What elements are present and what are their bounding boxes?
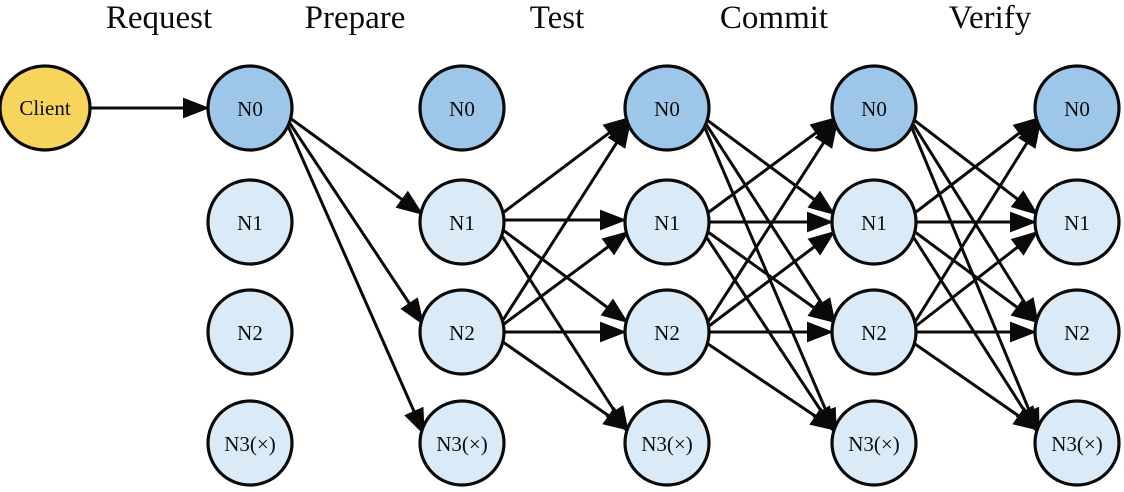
node-label: N2 <box>861 321 887 345</box>
node-prepare-n1[interactable]: N1 <box>418 178 506 266</box>
node-prepare-n0[interactable]: N0 <box>418 64 506 152</box>
node-shape <box>623 399 711 487</box>
node-commit-n3[interactable]: N3(×) <box>830 399 918 487</box>
node-shape <box>830 178 918 266</box>
node-request-n1[interactable]: N1 <box>206 178 294 266</box>
phase-label-commit: Commit <box>720 0 828 36</box>
message-arrow <box>708 230 836 328</box>
node-shape <box>418 399 506 487</box>
message-arrow <box>706 120 839 323</box>
phase-label-prepare: Prepare <box>305 0 406 36</box>
node-shape <box>418 64 506 152</box>
message-arrow <box>289 116 424 216</box>
node-shape <box>418 178 506 266</box>
message-arrow <box>914 342 1041 432</box>
node-shape <box>623 178 711 266</box>
node-shape <box>1033 288 1121 376</box>
node-shape <box>830 64 918 152</box>
node-request-n0[interactable]: N0 <box>206 64 294 152</box>
node-verify-n1[interactable]: N1 <box>1033 178 1121 266</box>
node-shape <box>206 288 294 376</box>
message-arrow <box>503 230 630 326</box>
node-test-n2[interactable]: N2 <box>623 288 711 376</box>
node-verify-n2[interactable]: N2 <box>1033 288 1121 376</box>
message-arrow <box>500 235 630 434</box>
message-arrow <box>502 340 631 432</box>
message-arrow <box>501 120 632 321</box>
client-node[interactable]: Client <box>0 64 92 152</box>
node-prepare-n2[interactable]: N2 <box>418 288 506 376</box>
node-label: N3(×) <box>848 432 900 456</box>
message-arrow <box>287 121 425 326</box>
message-arrow <box>912 237 1040 434</box>
node-request-n3[interactable]: N3(×) <box>206 399 294 487</box>
message-arrow <box>705 237 837 434</box>
node-test-n1[interactable]: N1 <box>623 178 711 266</box>
node-label: N0 <box>449 97 475 121</box>
node-test-n3[interactable]: N3(×) <box>623 399 711 487</box>
node-label: N1 <box>861 211 887 235</box>
node-label: N3(×) <box>1051 432 1103 456</box>
node-shape <box>830 288 918 376</box>
node-verify-n0[interactable]: N0 <box>1033 64 1121 152</box>
node-label: N0 <box>1064 97 1090 121</box>
node-commit-n0[interactable]: N0 <box>830 64 918 152</box>
phase-labels-layer: Request Prepare Test Commit Verify <box>106 0 1032 36</box>
edges-layer <box>90 97 1042 436</box>
node-shape <box>830 399 918 487</box>
node-label: N2 <box>1064 321 1090 345</box>
message-arrow <box>913 120 1042 323</box>
node-shape <box>1033 178 1121 266</box>
client-node-shape <box>0 64 92 152</box>
node-label: N1 <box>237 211 263 235</box>
node-label: N0 <box>654 97 680 121</box>
node-label: N3(×) <box>641 432 693 456</box>
node-label: N1 <box>654 211 680 235</box>
phase-label-verify: Verify <box>949 0 1032 36</box>
node-label: N2 <box>449 321 475 345</box>
client-node-label: Client <box>19 96 70 120</box>
node-label: N3(×) <box>436 432 488 456</box>
node-label: N0 <box>861 97 887 121</box>
node-label: N2 <box>237 321 263 345</box>
node-commit-n2[interactable]: N2 <box>830 288 918 376</box>
message-arrow <box>286 125 426 436</box>
message-arrow <box>915 230 1039 328</box>
node-test-n0[interactable]: N0 <box>623 64 711 152</box>
node-shape <box>623 288 711 376</box>
node-shape <box>206 64 294 152</box>
message-arrow <box>707 342 838 432</box>
node-label: N1 <box>1064 211 1090 235</box>
node-shape <box>1033 64 1121 152</box>
phase-label-request: Request <box>106 0 212 36</box>
node-commit-n1[interactable]: N1 <box>830 178 918 266</box>
phase-label-test: Test <box>530 0 585 36</box>
node-label: N1 <box>449 211 475 235</box>
node-request-n2[interactable]: N2 <box>206 288 294 376</box>
node-label: N0 <box>237 97 263 121</box>
message-arrow <box>502 228 629 324</box>
node-label: N2 <box>654 321 680 345</box>
node-prepare-n3[interactable]: N3(×) <box>418 399 506 487</box>
message-arrow <box>503 116 631 214</box>
message-arrow <box>707 230 836 324</box>
node-shape <box>206 178 294 266</box>
node-verify-n3[interactable]: N3(×) <box>1033 399 1121 487</box>
message-arrow <box>914 230 1039 324</box>
node-shape <box>1033 399 1121 487</box>
node-shape <box>623 64 711 152</box>
node-shape <box>418 288 506 376</box>
node-label: N3(×) <box>224 432 276 456</box>
message-arrow <box>915 116 1041 214</box>
node-shape <box>206 399 294 487</box>
message-arrow <box>708 116 838 214</box>
